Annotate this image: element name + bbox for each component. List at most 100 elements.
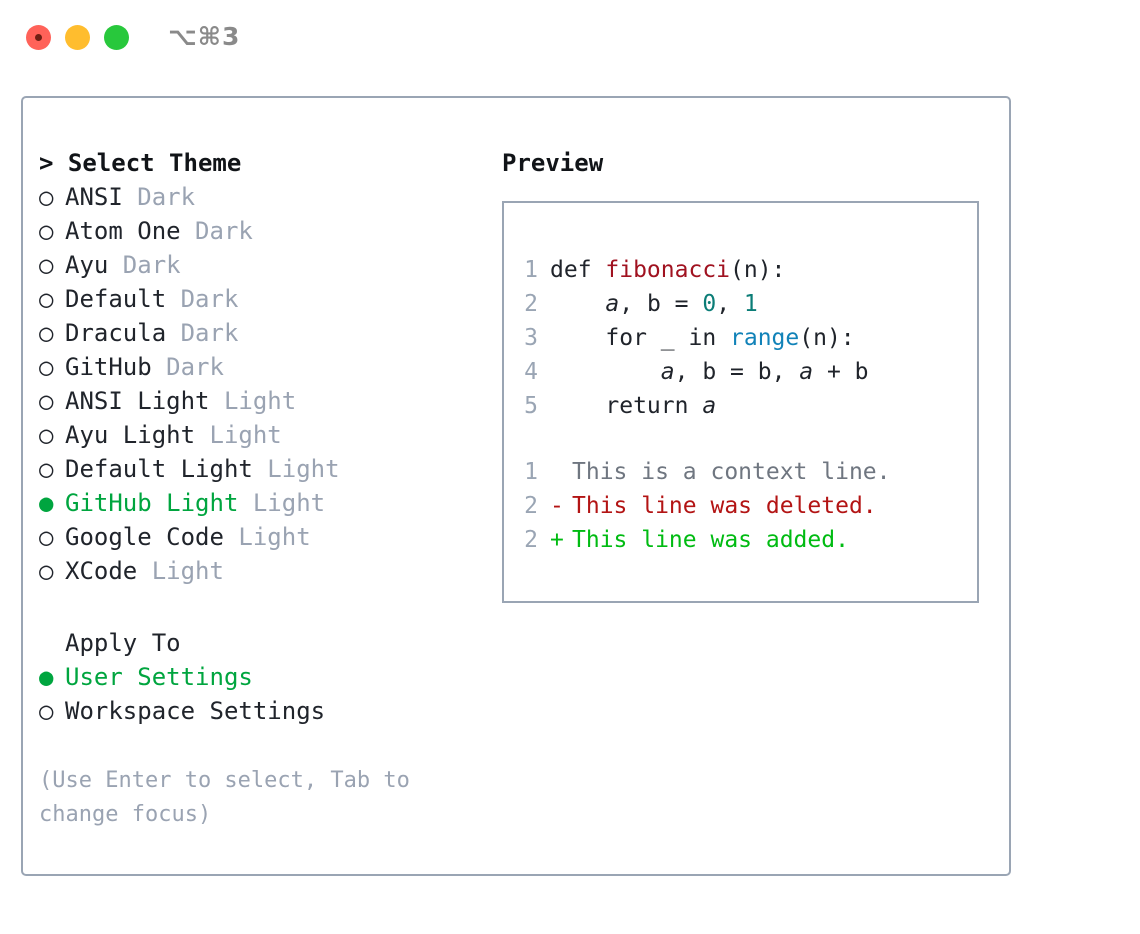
zoom-button-icon[interactable] — [104, 25, 129, 50]
radio-unselected-icon: ○ — [39, 251, 54, 279]
diff-sample: 1 This is a context line.2-This line was… — [522, 455, 971, 557]
spacer — [522, 423, 971, 455]
theme-option-label: GitHub — [65, 353, 152, 381]
radio-unselected-icon: ○ — [39, 217, 54, 245]
theme-option-label: Google Code — [65, 523, 224, 551]
code-token-var: a — [605, 291, 620, 317]
radio-unselected-icon: ○ — [39, 455, 54, 483]
radio-unselected-icon: ○ — [39, 285, 54, 313]
theme-picker-dialog: > Select Theme ○ANSI Dark○Atom One Dark○… — [21, 96, 1011, 876]
code-token-plain: , b = — [619, 291, 703, 317]
code-token-plain: , — [716, 291, 744, 317]
code-token-plain: return — [550, 393, 703, 419]
theme-option-variant: Dark — [166, 319, 239, 347]
diff-line-ctx: 1 This is a context line. — [522, 455, 971, 489]
code-token-plain — [550, 291, 605, 317]
theme-option-variant: Dark — [108, 251, 181, 279]
theme-option-github[interactable]: ○GitHub Dark — [39, 350, 479, 384]
theme-option-label: ANSI — [65, 183, 123, 211]
diff-marker — [550, 455, 572, 489]
theme-selection-column: > Select Theme ○ANSI Dark○Atom One Dark○… — [39, 146, 479, 832]
code-token-var: a — [799, 359, 814, 385]
theme-option-variant: Light — [137, 557, 224, 585]
theme-option-ayu-light[interactable]: ○Ayu Light Light — [39, 418, 479, 452]
radio-selected-icon: ● — [39, 663, 54, 691]
apply-to-option-user-settings[interactable]: ● User Settings — [39, 660, 479, 694]
diff-line-number: 1 — [524, 459, 538, 485]
theme-option-ayu[interactable]: ○ Ayu Dark — [39, 248, 479, 282]
diff-line-del: 2-This line was deleted. — [522, 489, 971, 523]
code-token-call: range — [730, 325, 800, 351]
theme-option-label: ANSI Light — [65, 387, 210, 415]
code-line-number: 3 — [524, 325, 538, 351]
theme-option-default-light[interactable]: ○ Default Light Light — [39, 452, 479, 486]
diff-text: This line was added. — [572, 527, 849, 553]
apply-to-option-list: ● User Settings ○ Workspace Settings — [39, 660, 479, 728]
theme-option-label: GitHub Light — [65, 489, 239, 517]
code-token-var: a — [702, 393, 717, 419]
apply-to-option-label: User Settings — [65, 663, 253, 691]
theme-option-google-code[interactable]: ○Google Code Light — [39, 520, 479, 554]
code-token-num: 1 — [743, 291, 758, 317]
theme-option-variant: Light — [209, 387, 297, 415]
radio-unselected-icon: ○ — [39, 697, 54, 725]
diff-marker: + — [550, 527, 564, 553]
code-token-var: a — [660, 359, 675, 385]
radio-unselected-icon: ○ — [39, 387, 54, 415]
code-line: 3 for _ in range(n): — [522, 321, 971, 355]
theme-option-variant: Light — [195, 421, 282, 449]
code-line-number: 2 — [524, 291, 538, 317]
theme-option-variant: Dark — [166, 285, 239, 313]
theme-option-default[interactable]: ○ Default Dark — [39, 282, 479, 316]
minimize-button-icon[interactable] — [65, 25, 90, 50]
theme-option-variant: Light — [252, 455, 340, 483]
apply-to-option-workspace-settings[interactable]: ○ Workspace Settings — [39, 694, 479, 728]
apply-to-heading: Apply To — [65, 629, 181, 657]
code-line: 4 a, b = b, a + b — [522, 355, 971, 389]
diff-line-number: 2 — [524, 493, 538, 519]
theme-option-label: Ayu — [65, 251, 109, 279]
code-token-plain: (n): — [799, 325, 855, 351]
theme-option-github-light[interactable]: ● GitHub Light Light — [39, 486, 479, 520]
spacer — [39, 588, 479, 626]
theme-option-label: Ayu Light — [65, 421, 196, 449]
apply-to-option-label: Workspace Settings — [65, 697, 326, 725]
close-button-icon[interactable] — [26, 25, 51, 50]
keyboard-shortcut-label: ⌥⌘3 — [168, 22, 241, 51]
radio-selected-icon: ● — [39, 489, 54, 517]
theme-option-xcode[interactable]: ○XCode Light — [39, 554, 479, 588]
theme-option-label: Default — [65, 285, 167, 313]
theme-option-ansi[interactable]: ○ ANSI Dark — [39, 180, 479, 214]
theme-option-label: Dracula — [65, 319, 167, 347]
code-line-number: 5 — [524, 393, 538, 419]
theme-option-label: Default Light — [65, 455, 253, 483]
theme-option-variant: Light — [223, 523, 311, 551]
code-token-plain: + b — [813, 359, 869, 385]
radio-unselected-icon: ○ — [39, 183, 54, 211]
code-token-plain: def — [550, 257, 606, 283]
diff-line-add: 2+This line was added. — [522, 523, 971, 557]
theme-option-label: XCode — [65, 557, 138, 585]
theme-option-variant: Dark — [180, 217, 253, 245]
preview-heading: Preview — [502, 149, 604, 177]
theme-option-list: ○ANSI Dark○Atom One Dark○Ayu Dark○Defaul… — [39, 180, 479, 588]
theme-option-dracula[interactable]: ○Dracula Dark — [39, 316, 479, 350]
window-controls — [26, 25, 129, 50]
select-theme-heading: > Select Theme — [39, 149, 242, 177]
keyboard-hint-text: (Use Enter to select, Tab to change focu… — [39, 768, 424, 827]
code-token-plain — [550, 359, 661, 385]
code-line: 2 a, b = 0, 1 — [522, 287, 971, 321]
theme-option-ansi-light[interactable]: ○ ANSI Light Light — [39, 384, 479, 418]
code-token-plain: for _ in — [550, 325, 731, 351]
theme-option-variant: Dark — [122, 183, 196, 211]
code-token-plain: , b = b, — [674, 359, 800, 385]
code-line-number: 1 — [524, 257, 538, 283]
code-token-func: fibonacci — [605, 257, 731, 283]
theme-option-atom-one[interactable]: ○Atom One Dark — [39, 214, 479, 248]
theme-option-variant: Light — [238, 489, 326, 517]
